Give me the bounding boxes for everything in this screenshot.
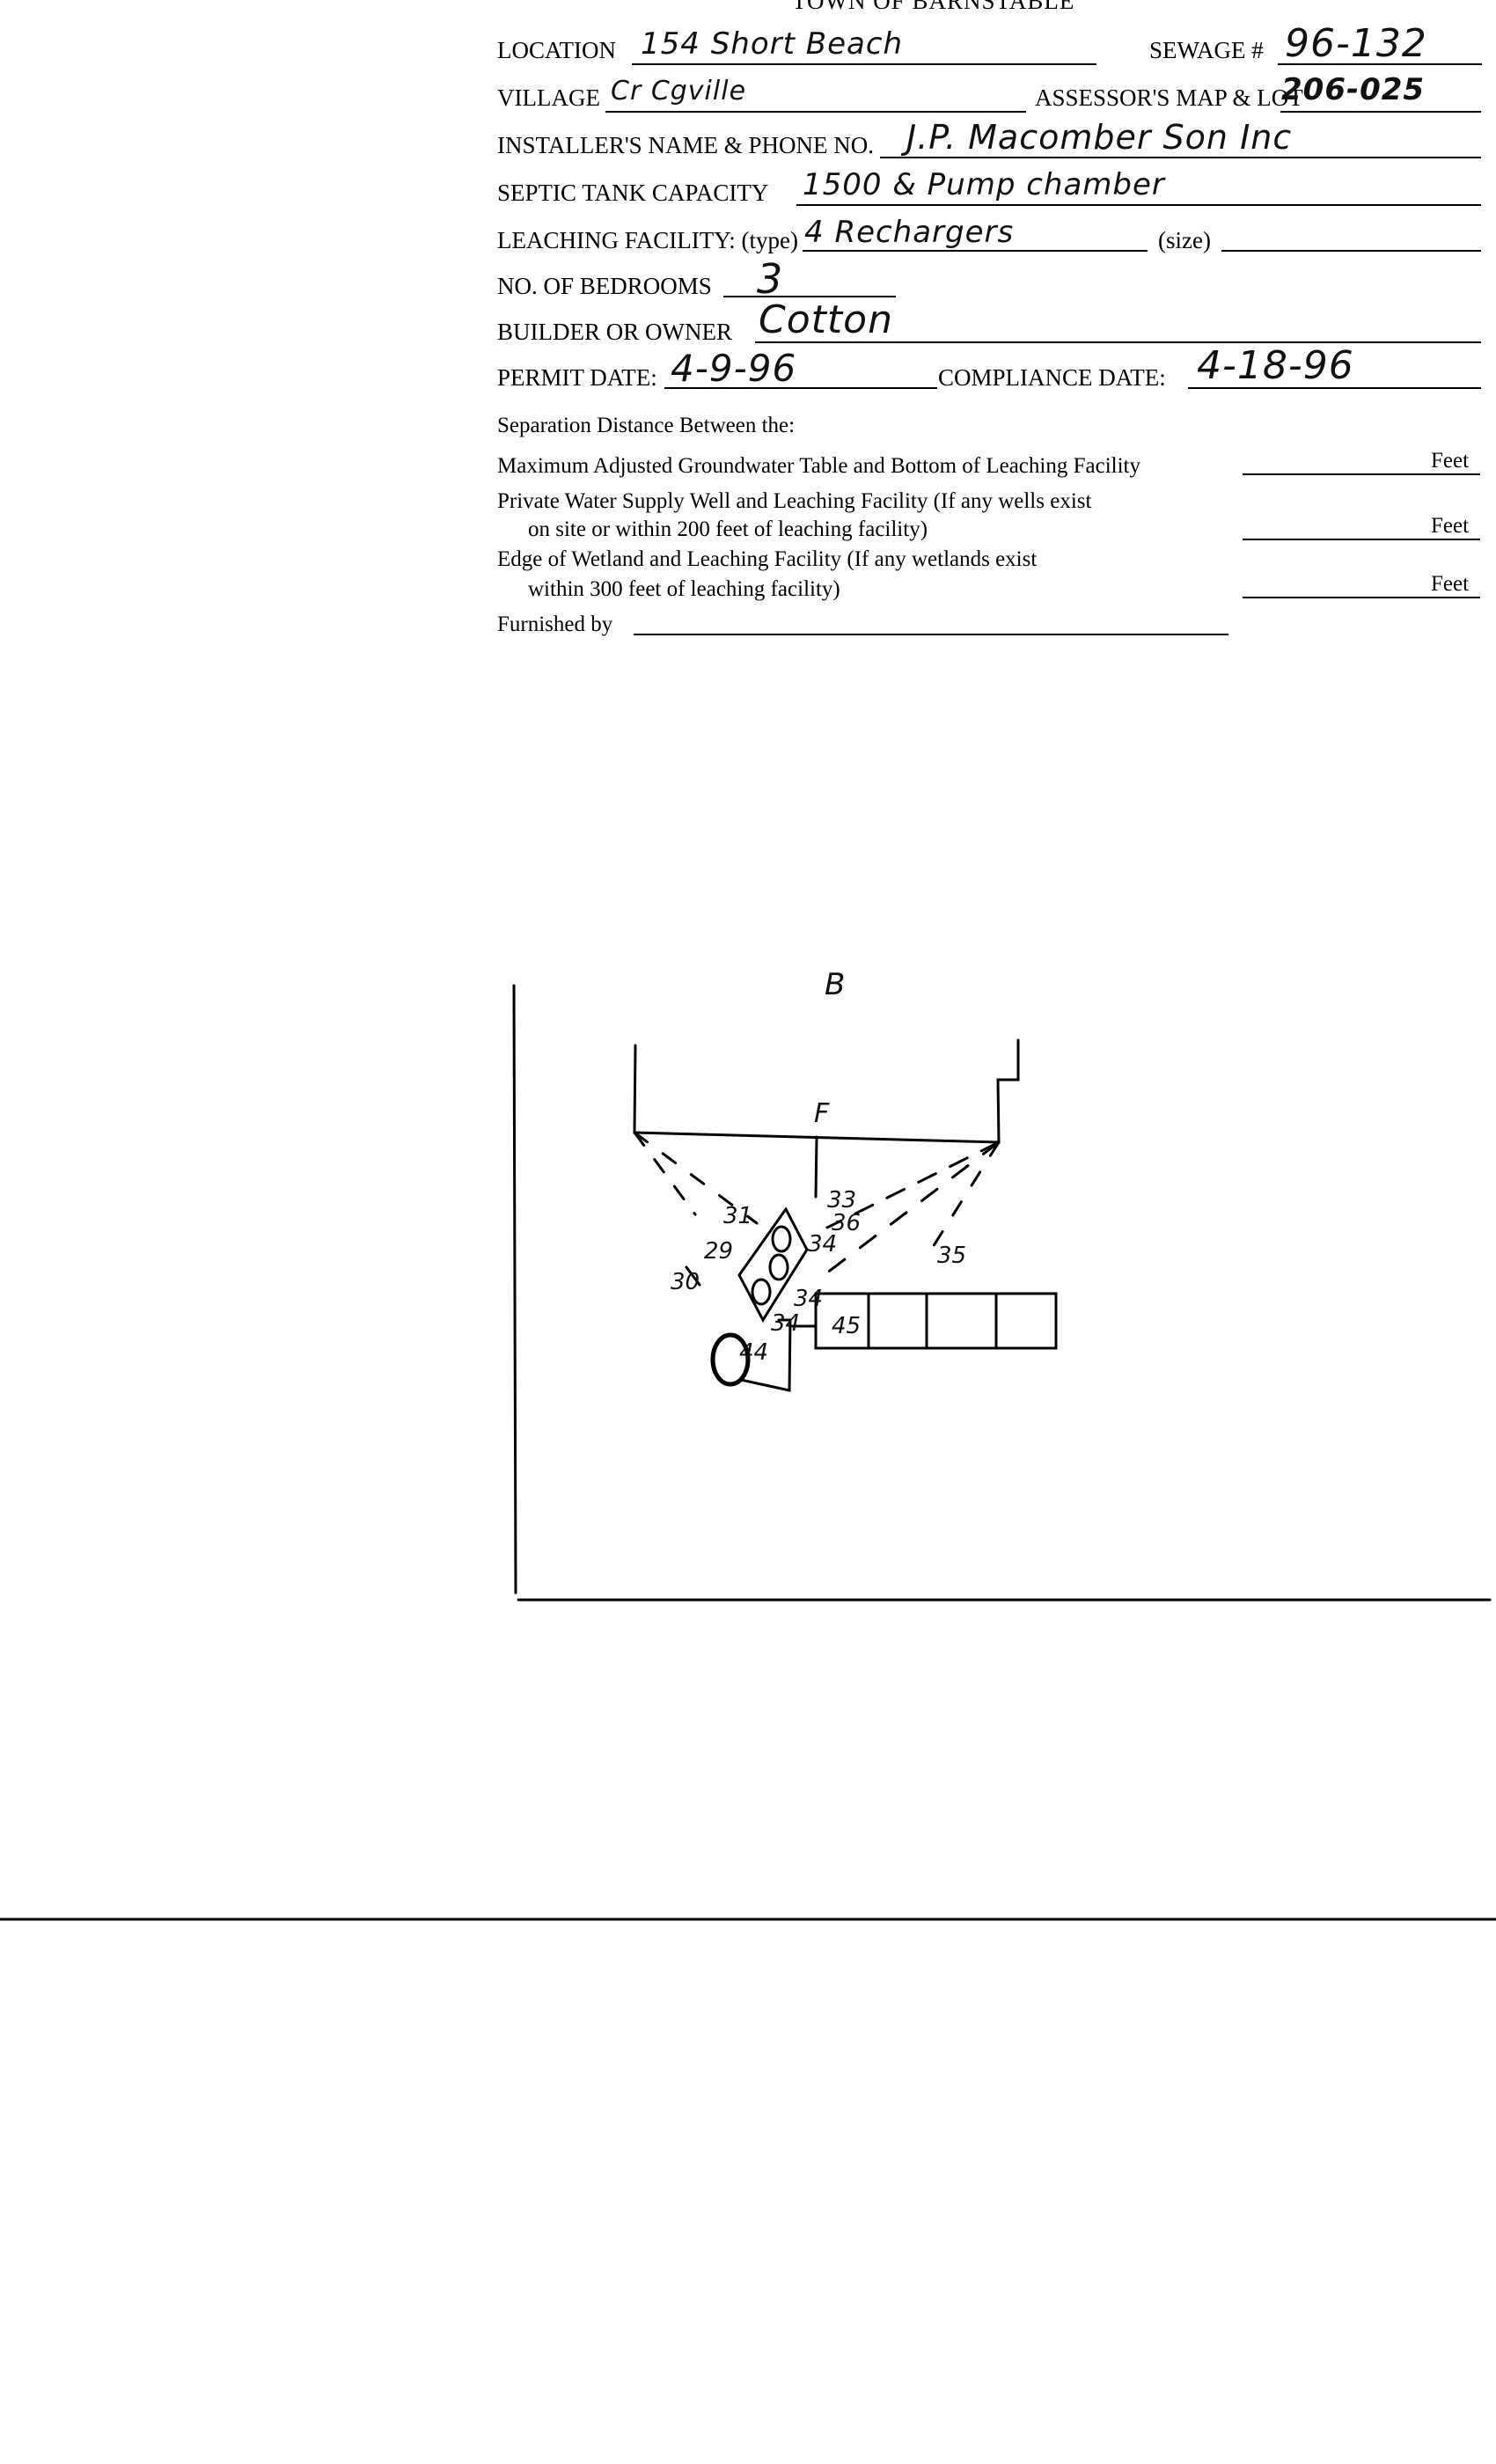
map-lot-label: ASSESSOR'S MAP & LOT [1035, 84, 1303, 111]
house-center-drop [814, 1135, 818, 1199]
measure-35: 35 [937, 1243, 966, 1269]
leaching-label: LEACHING FACILITY: (type) [497, 227, 798, 253]
separation-row-3-text: Edge of Wetland and Leaching Facility (I… [497, 547, 1038, 571]
measure-30: 30 [671, 1269, 700, 1295]
size-label: (size) [1158, 227, 1211, 253]
leaching-value[interactable]: 4 Rechargers [804, 215, 1015, 250]
house-outline [633, 1038, 1020, 1144]
separation-row-2-text2: on site or within 200 feet of leaching f… [528, 517, 928, 541]
separation-row-3-unit: Feet [1431, 572, 1470, 596]
bedrooms-value[interactable]: 3 [757, 255, 784, 303]
separation-heading: Separation Distance Between the: [497, 414, 796, 437]
location-value[interactable]: 154 Short Beach [641, 26, 904, 62]
sewage-value[interactable]: 96-132 [1285, 21, 1427, 66]
measure-34c: 34 [771, 1310, 800, 1337]
leaching-field [814, 1292, 1058, 1350]
measure-34b: 34 [794, 1286, 823, 1312]
furnished-by-label: Furnished by [497, 612, 613, 636]
separation-row-1-unit: Feet [1431, 449, 1470, 473]
measure-29: 29 [704, 1238, 733, 1265]
well [710, 1332, 751, 1387]
permit-date-label: PERMIT DATE: [497, 364, 657, 391]
compliance-date-label: COMPLIANCE DATE: [938, 364, 1166, 391]
sewage-label: SEWAGE # [1149, 37, 1264, 63]
measure-36: 36 [832, 1210, 861, 1236]
installer-value[interactable]: J.P. Macomber Son Inc [906, 118, 1293, 157]
separation-row-2-unit: Feet [1431, 514, 1470, 538]
village-value[interactable]: Cr Cgville [611, 76, 747, 106]
permit-date-value[interactable]: 4-9-96 [671, 347, 797, 390]
tank-value[interactable]: 1500 & Pump chamber [803, 167, 1165, 202]
sketch-frame-left [512, 984, 517, 1595]
bedrooms-label: NO. OF BEDROOMS [497, 273, 712, 299]
measure-44: 44 [739, 1339, 768, 1366]
sketch-label-b: B [825, 967, 845, 1002]
separation-row-2-text: Private Water Supply Well and Leaching F… [497, 489, 1092, 513]
measure-31: 31 [723, 1203, 752, 1229]
separation-row-1-text: Maximum Adjusted Groundwater Table and B… [497, 454, 1140, 478]
tank-label: SEPTIC TANK CAPACITY [497, 180, 769, 206]
measure-34a: 34 [808, 1231, 837, 1258]
separation-row-3-text2: within 300 feet of leaching facility) [528, 577, 840, 601]
measure-45: 45 [832, 1313, 861, 1339]
map-lot-value[interactable]: 206-025 [1281, 72, 1426, 107]
owner-label: BUILDER OR OWNER [497, 319, 732, 345]
sketch-label-f: F [814, 1098, 830, 1129]
measure-33: 33 [827, 1187, 856, 1214]
installer-label: INSTALLER'S NAME & PHONE NO. [497, 132, 874, 158]
village-label: VILLAGE [497, 84, 600, 111]
form-title: TOWN OF BARNSTABLE [792, 0, 1075, 14]
owner-value[interactable]: Cotton [759, 297, 893, 342]
septic-tank [737, 1206, 809, 1324]
compliance-date-value[interactable]: 4-18-96 [1197, 343, 1354, 388]
location-label: LOCATION [497, 37, 616, 63]
